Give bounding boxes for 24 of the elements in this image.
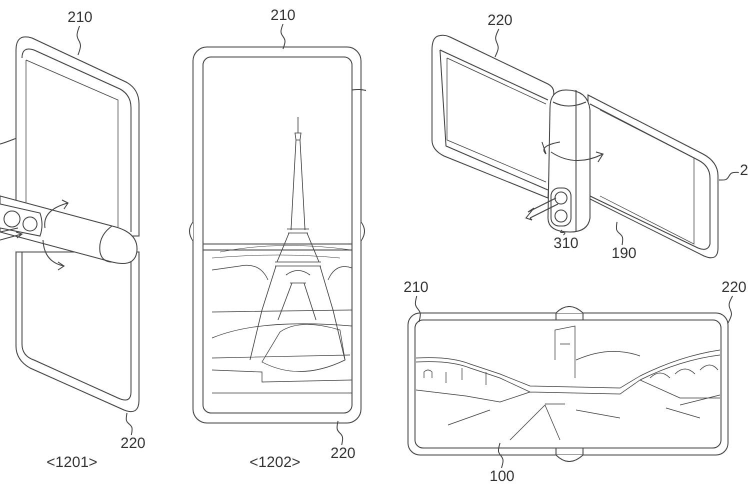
callout-number: 2 (740, 163, 748, 178)
leader-line (336, 420, 344, 446)
callout-number: 100 (489, 469, 515, 484)
callout-number: 210 (403, 280, 429, 295)
leader-line (126, 412, 133, 436)
leader-line (76, 26, 81, 56)
figure-label: <1201> (46, 455, 98, 470)
callout-number: 220 (120, 436, 146, 451)
leader-line (616, 222, 624, 246)
callout-number: 220 (721, 280, 747, 295)
leader-line (718, 172, 740, 181)
leader-line (280, 24, 286, 50)
leader-line (494, 28, 500, 58)
callout-number: 210 (270, 8, 296, 23)
leader-line (498, 442, 504, 468)
leader-line (560, 230, 566, 236)
callout-number: 190 (611, 246, 637, 261)
callout-number: 220 (487, 13, 513, 28)
callout-number: 210 (67, 10, 93, 25)
callout-number: 310 (553, 236, 579, 251)
leader-line (414, 296, 421, 322)
callout-number: 220 (330, 446, 356, 461)
leader-line (728, 296, 734, 324)
figure-label: <1202> (250, 455, 300, 470)
